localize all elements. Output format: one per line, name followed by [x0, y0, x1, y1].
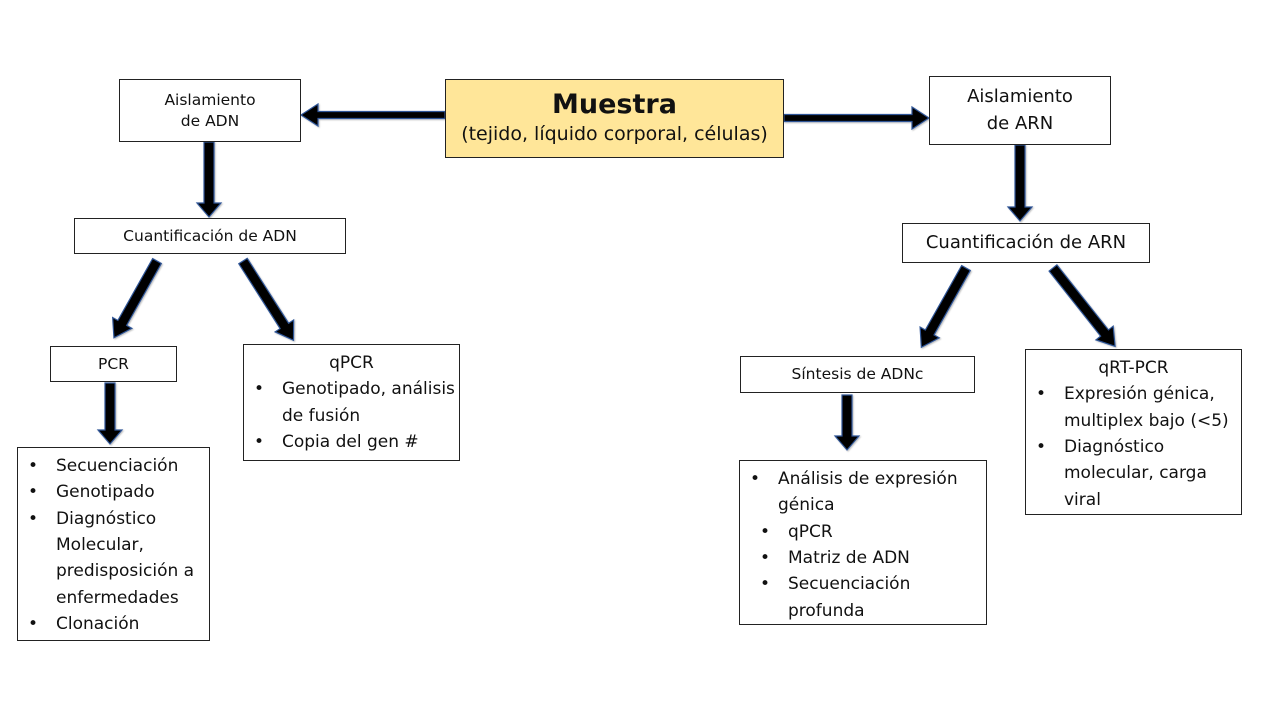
- qpcr-title: qPCR: [329, 353, 374, 373]
- sublist-item: Secuenciación profunda: [740, 571, 986, 624]
- cdna-list-box: Análisis de expresión génica qPCR Matriz…: [739, 460, 987, 625]
- arrow-pcr-to-list: [96, 382, 124, 445]
- pcr-title: PCR: [98, 354, 129, 373]
- rna-isolation-line1: Aislamiento: [967, 86, 1073, 108]
- pcr-list: Secuenciación Genotipado Diagnóstico Mol…: [18, 453, 209, 638]
- arrow-quant-to-qrtpcr: [1048, 264, 1116, 348]
- arrow-dna-isolation-to-quant: [195, 141, 223, 218]
- cdna-item-label: Análisis de expresión génica: [778, 469, 958, 516]
- cdna-sublist: qPCR Matriz de ADN Secuenciación profund…: [740, 519, 986, 624]
- arrow-sample-to-dna: [299, 102, 446, 128]
- arrow-sample-to-rna: [783, 105, 931, 131]
- arrow-cdna-to-list: [833, 394, 861, 451]
- rna-quant-label: Cuantificación de ARN: [925, 232, 1127, 254]
- dna-isolation-line2: de ADN: [180, 111, 240, 130]
- list-item: Expresión génica, multiplex bajo (<5): [1026, 381, 1241, 434]
- pcr-box: PCR: [50, 346, 177, 382]
- rna-isolation-box: Aislamiento de ARN: [929, 76, 1111, 145]
- rna-isolation-line2: de ARN: [986, 112, 1054, 134]
- list-item: Genotipado: [18, 479, 209, 506]
- sample-title: Muestra: [552, 89, 677, 120]
- list-item: Diagnóstico molecular, carga viral: [1026, 434, 1241, 513]
- cdna-box: Síntesis de ADNc: [740, 356, 975, 393]
- dna-quant-label: Cuantificación de ADN: [123, 226, 297, 245]
- dna-isolation-line1: Aislamiento: [164, 91, 256, 110]
- arrow-quant-to-pcr: [111, 257, 163, 339]
- arrow-quant-to-cdna: [919, 264, 972, 349]
- sample-box: Muestra (tejido, líquido corporal, célul…: [445, 79, 784, 158]
- cdna-list: Análisis de expresión génica qPCR Matriz…: [740, 466, 986, 624]
- arrow-rna-isolation-to-quant: [1006, 144, 1034, 222]
- list-item: Genotipado, análisis de fusión: [244, 376, 459, 429]
- qpcr-box: qPCR Genotipado, análisis de fusión Copi…: [243, 344, 460, 461]
- list-item: Secuenciación: [18, 453, 209, 480]
- qrtpcr-box: qRT-PCR Expresión génica, multiplex bajo…: [1025, 349, 1242, 515]
- pcr-list-box: Secuenciación Genotipado Diagnóstico Mol…: [17, 447, 210, 641]
- qpcr-list: Genotipado, análisis de fusión Copia del…: [244, 376, 459, 455]
- arrow-quant-to-qpcr: [237, 257, 295, 342]
- cdna-title: Síntesis de ADNc: [791, 365, 924, 384]
- list-item: Copia del gen #: [244, 429, 459, 456]
- qrtpcr-list: Expresión génica, multiplex bajo (<5) Di…: [1026, 381, 1241, 513]
- sample-subtitle: (tejido, líquido corporal, células): [461, 123, 768, 146]
- sublist-item: Matriz de ADN: [740, 545, 986, 572]
- dna-quant-box: Cuantificación de ADN: [74, 218, 346, 254]
- list-item: Diagnóstico Molecular, predisposición a …: [18, 506, 209, 611]
- qrtpcr-title: qRT-PCR: [1098, 358, 1169, 378]
- sublist-item: qPCR: [740, 519, 986, 546]
- list-item: Clonación: [18, 611, 209, 638]
- dna-isolation-box: Aislamiento de ADN: [119, 79, 301, 142]
- rna-quant-box: Cuantificación de ARN: [902, 223, 1150, 263]
- list-item: Análisis de expresión génica qPCR Matriz…: [740, 466, 986, 624]
